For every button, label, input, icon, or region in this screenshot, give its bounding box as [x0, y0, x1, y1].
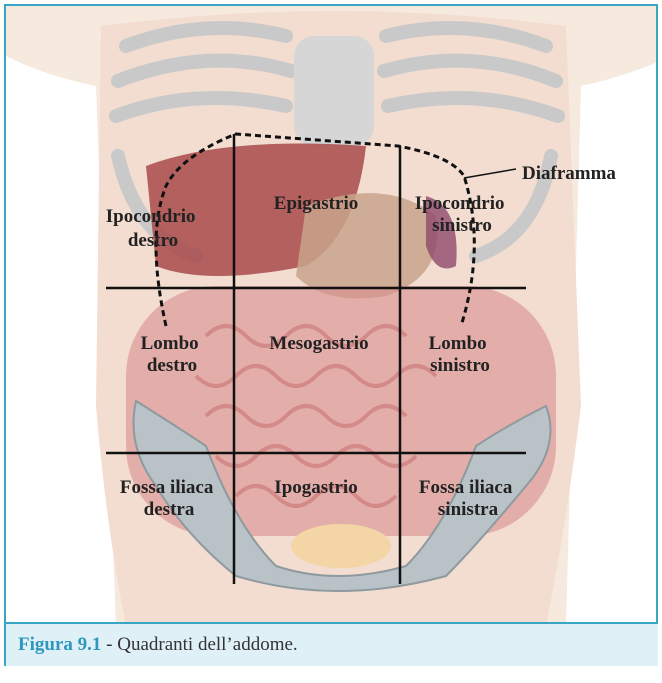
abdomen-quadrants-illustration: Ipocondrio destro Epigastrio Ipocondrio …: [6, 6, 658, 624]
bladder: [291, 524, 391, 568]
figure-frame: Ipocondrio destro Epigastrio Ipocondrio …: [4, 4, 658, 624]
figure-caption-text: - Quadranti dell’addome.: [101, 634, 297, 655]
label-ipogastrio: Ipogastrio: [274, 477, 357, 498]
label-diaframma: Diaframma: [522, 163, 616, 184]
figure-caption-bar: Figura 9.1 - Quadranti dell’addome.: [4, 622, 658, 666]
figure-caption: Figura 9.1 - Quadranti dell’addome.: [18, 634, 298, 656]
label-lombo-sinistro: Lombo sinistro: [429, 333, 492, 376]
sternum: [294, 36, 374, 146]
label-epigastrio: Epigastrio: [274, 193, 358, 214]
label-lombo-destro: Lombo destro: [141, 333, 204, 376]
figure-number: Figura 9.1: [18, 634, 101, 655]
label-mesogastrio: Mesogastrio: [269, 333, 368, 354]
